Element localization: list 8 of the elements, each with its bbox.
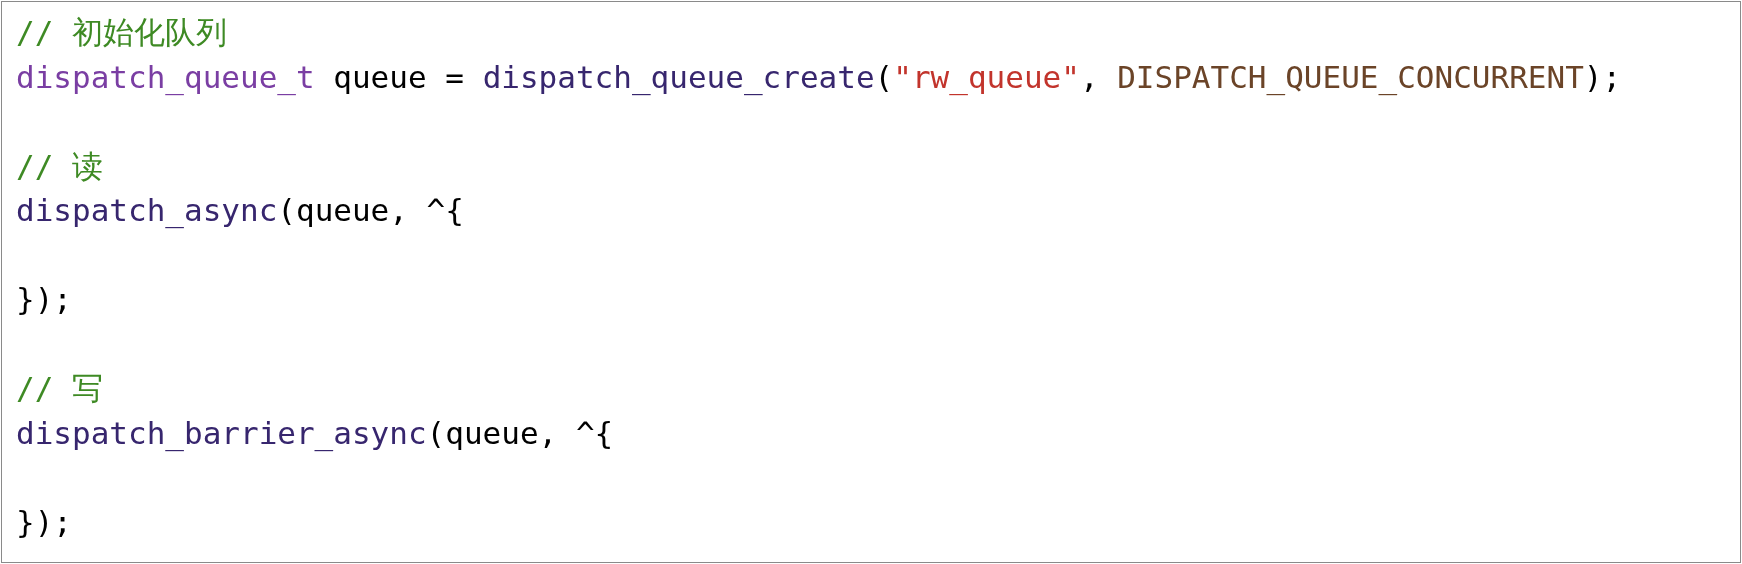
code-comment: // 初始化队列 <box>16 13 227 52</box>
code-line: }); <box>16 280 72 319</box>
code-line: }); <box>16 502 72 542</box>
code-line: dispatch_queue_t queue = dispatch_queue_create("rw_queue", DISPATCH_QUEUE_CONCURRENT); <box>16 57 1622 97</box>
code-comment: // 写 <box>16 369 103 408</box>
code-line: dispatch_barrier_async(queue, ^{ <box>16 413 614 453</box>
code-comment: // 读 <box>16 146 103 186</box>
code-line: dispatch_async(queue, ^{ <box>16 191 464 230</box>
